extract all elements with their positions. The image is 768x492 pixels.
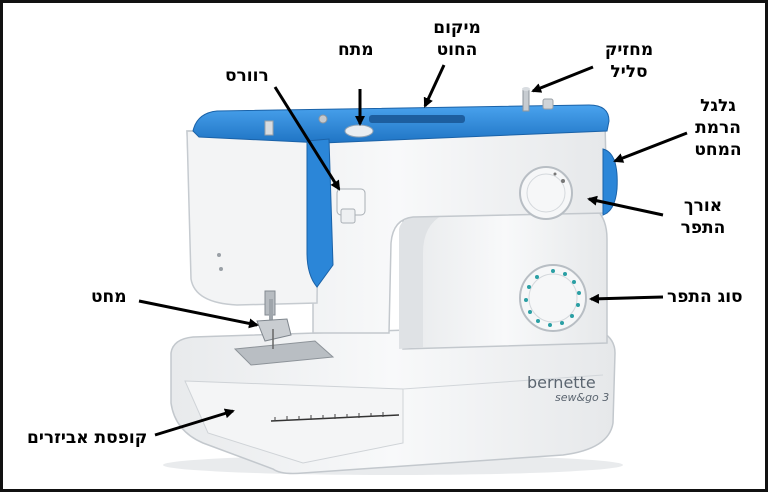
thread-slot <box>369 115 465 123</box>
label-thread-location: מיקום החוט <box>433 18 481 60</box>
brand-model: sew&go 3 <box>555 391 610 404</box>
machine-head <box>186 130 320 306</box>
label-handwheel: גלגל הרמת המחט <box>694 96 742 160</box>
stitch-type-dial <box>519 264 587 332</box>
needle-assembly <box>256 290 292 349</box>
arrow-stitch-length <box>587 195 664 217</box>
ruler-markings <box>270 412 400 422</box>
sewing-machine-illustration <box>138 64 688 475</box>
arm-opening <box>399 215 443 349</box>
arrow-thread-location <box>423 64 446 108</box>
arrow-accessory-box <box>154 408 235 437</box>
label-reverse: רוורס <box>225 66 269 86</box>
arrow-spool-holder <box>531 65 594 93</box>
label-stitch-length: אורך התפר <box>680 196 726 238</box>
callout-arrows <box>138 64 688 437</box>
label-tension: מתח <box>338 40 374 60</box>
head-stripe <box>306 138 334 288</box>
stitch-length-dial <box>519 166 573 220</box>
tension-dial <box>344 124 374 138</box>
label-accessory-box: קופסת אביזרים <box>27 428 148 448</box>
arrow-stitch-type <box>589 293 664 304</box>
label-spool-holder: מחזיק סליל <box>604 40 654 82</box>
handwheel <box>602 148 618 216</box>
label-stitch-type: סוג התפר <box>667 287 743 307</box>
brand-name: bernette <box>527 373 596 392</box>
top-cover <box>192 104 610 144</box>
spool-pins <box>264 87 554 136</box>
arrow-handwheel <box>613 131 688 163</box>
machine-base <box>170 324 616 475</box>
label-needle: מחט <box>91 287 127 307</box>
arrow-needle <box>138 299 259 329</box>
arrow-reverse <box>273 86 341 191</box>
needle-plate <box>233 340 335 366</box>
